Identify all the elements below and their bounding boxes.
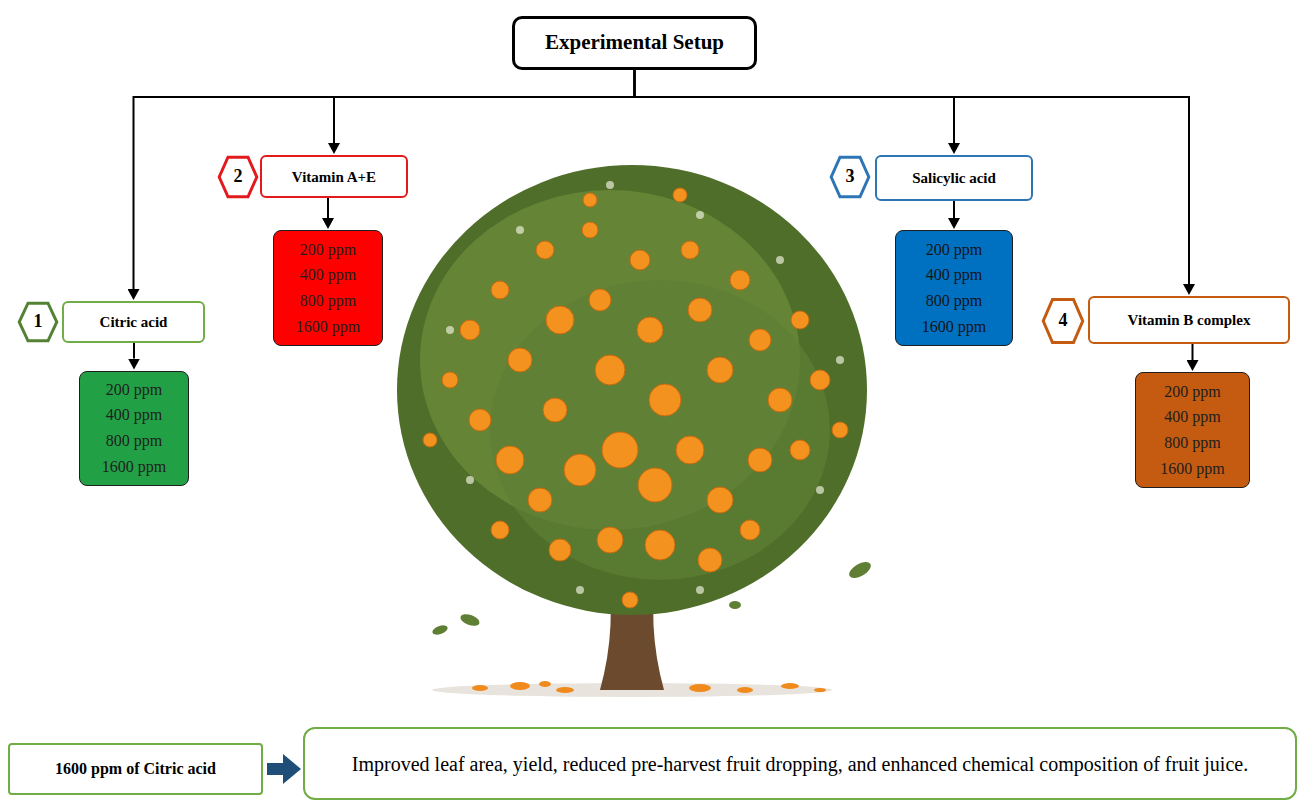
- treatment-name: Vitamin B complex: [1128, 311, 1251, 329]
- concentration-box: 200 ppm400 ppm800 ppm1600 ppm: [79, 371, 189, 486]
- callout-number: 3: [846, 166, 855, 188]
- title-text: Experimental Setup: [545, 30, 724, 55]
- connector-arrow: [133, 343, 135, 359]
- concentration-value: 1600 ppm: [922, 314, 986, 340]
- number-hexagon: 1: [18, 302, 58, 342]
- tree-blossoms: [446, 181, 844, 594]
- concentration-box: 200 ppm400 ppm800 ppm1600 ppm: [1135, 372, 1250, 488]
- callout-number: 4: [1059, 310, 1068, 332]
- treatment-box: Salicylic acid: [875, 155, 1033, 201]
- callout-number: 1: [34, 311, 43, 333]
- oranges: [423, 188, 848, 608]
- concentration-value: 400 ppm: [106, 402, 162, 428]
- number-hexagon: 3: [830, 156, 870, 198]
- hexagon-outline: [1043, 299, 1082, 342]
- connector-arrow: [635, 70, 955, 143]
- concentration-value: 1600 ppm: [102, 454, 166, 480]
- number-hexagon: 4: [1042, 298, 1084, 344]
- concentration-value: 1600 ppm: [296, 314, 360, 340]
- concentration-value: 200 ppm: [106, 377, 162, 403]
- best-treatment-text: 1600 ppm of Citric acid: [55, 759, 216, 778]
- connector-arrow: [334, 70, 635, 143]
- treatment-name: Citric acid: [100, 313, 168, 331]
- callout-number: 2: [234, 166, 243, 188]
- concentration-box: 200 ppm400 ppm800 ppm1600 ppm: [273, 230, 383, 346]
- connector-arrow: [327, 198, 329, 218]
- number-hexagon: 2: [218, 156, 258, 198]
- concentration-value: 1600 ppm: [1160, 456, 1224, 482]
- treatment-box: Vitamin B complex: [1088, 296, 1290, 344]
- tree-canopy: [397, 165, 867, 615]
- concentration-value: 400 ppm: [1164, 404, 1220, 430]
- concentration-value: 200 ppm: [926, 237, 982, 263]
- result-box: Improved leaf area, yield, reduced pre-h…: [303, 727, 1297, 800]
- concentration-value: 200 ppm: [300, 237, 356, 263]
- falling-leaves: [431, 559, 873, 637]
- treatment-name: Salicylic acid: [912, 169, 996, 187]
- concentration-value: 400 ppm: [300, 262, 356, 288]
- block-arrow: [267, 763, 283, 775]
- result-text: Improved leaf area, yield, reduced pre-h…: [352, 751, 1248, 777]
- best-treatment-box: 1600 ppm of Citric acid: [8, 743, 263, 795]
- concentration-value: 200 ppm: [1164, 379, 1220, 405]
- concentration-value: 800 ppm: [926, 288, 982, 314]
- connector-arrow: [1192, 344, 1194, 360]
- treatment-name: Vitamin A+E: [292, 168, 376, 186]
- hexagon-outline: [219, 157, 257, 196]
- tree-canopy: [490, 280, 830, 580]
- connector-arrow: [134, 70, 635, 289]
- concentration-value: 400 ppm: [926, 262, 982, 288]
- concentration-value: 800 ppm: [1164, 430, 1220, 456]
- hexagon-outline: [19, 303, 57, 341]
- treatment-box: Vitamin A+E: [260, 155, 408, 198]
- concentration-value: 800 ppm: [300, 288, 356, 314]
- concentration-value: 800 ppm: [106, 428, 162, 454]
- connector-arrow: [953, 201, 955, 218]
- treatment-box: Citric acid: [62, 301, 205, 343]
- title-box: Experimental Setup: [512, 16, 757, 70]
- concentration-box: 200 ppm400 ppm800 ppm1600 ppm: [895, 230, 1013, 346]
- hexagon-outline: [831, 157, 869, 196]
